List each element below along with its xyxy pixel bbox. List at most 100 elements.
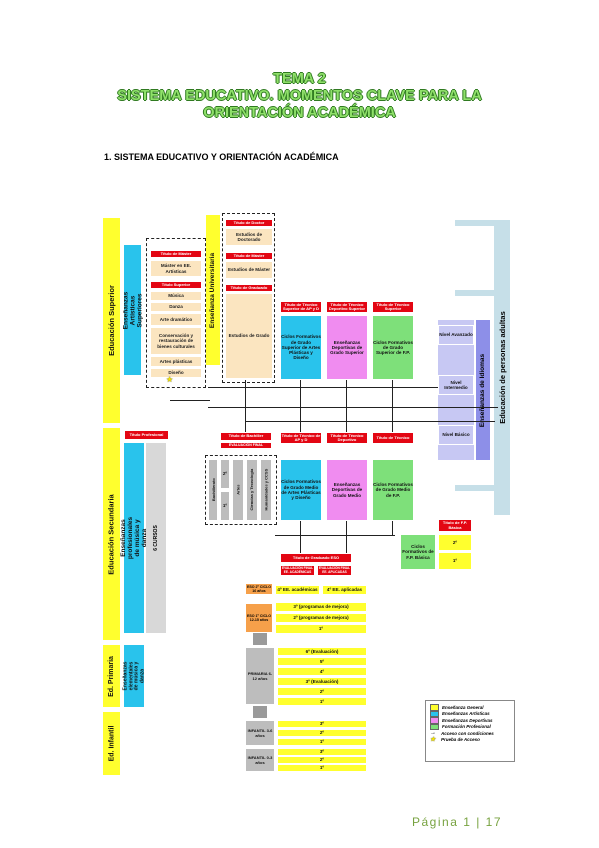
eval-final-academicas: EVALUACIÓN FINAL EE. ACADÉMICAS — [280, 565, 315, 576]
eso-4-aplicadas: 4º EE. aplicadas — [322, 585, 367, 595]
master-ee-artisticas: Máster en EE. Artísticas — [150, 260, 202, 277]
titulo-graduado-eso: Título de Graduado ESO — [280, 553, 352, 563]
universidad-frame — [222, 213, 275, 383]
infantil-0-3: INFANTIL 0-3 años — [245, 748, 275, 772]
adultas-arrow-2 — [455, 290, 494, 296]
artisticas-frame — [146, 238, 206, 388]
legend-item: Enseñanzas Artísticas — [430, 710, 510, 717]
danza-box: Danza — [150, 302, 202, 312]
artes-plasticas-box: Artes plásticas — [150, 356, 202, 367]
mod-artes: Artes — [232, 459, 244, 521]
titulo-tecnico-superior-ap: Título de Técnico Superior de AP y D — [280, 301, 322, 313]
fpb-curso-1: 1º — [438, 552, 472, 570]
title-line-1: TEMA 2 — [273, 71, 326, 87]
fpb-curso-2: 2º — [438, 534, 472, 551]
connector-line — [275, 535, 395, 536]
mod-humanidades: Humanidades y CCSS — [260, 459, 272, 521]
band-label: Ed. Primaria — [108, 655, 116, 697]
legend-swatch — [430, 710, 439, 717]
legend-item: →Acceso con condiciones — [430, 730, 510, 737]
artes-label: Artes — [235, 484, 241, 496]
infantil-1: 1º — [277, 738, 367, 746]
ens-deportivas-superior: Enseñanzas Deportivas de Grado Superior — [326, 315, 368, 380]
eso-2: 2º (programas de mejora) — [275, 613, 367, 623]
connector-line — [170, 400, 210, 401]
band-artisticas-superiores: Enseñanzas Artísticas Superiores — [122, 245, 143, 375]
band-universitaria: Enseñanza Universitaria — [206, 215, 220, 365]
band-label: Enseñanzas elementales de música y danza — [122, 661, 145, 691]
legend-label: Enseñanzas Artísticas — [442, 711, 490, 717]
band-primaria: Ed. Primaria — [103, 645, 120, 707]
education-system-diagram: Educación Superior Educación Secundaria … — [100, 213, 515, 775]
titulo-profesional: Título Profesional — [124, 430, 169, 440]
cf-fp-basica: Ciclos Formativos de F.P. Básica — [400, 534, 436, 570]
cf-grado-medio-fp: Ciclos Formativos de Grado Medio de F.P. — [372, 459, 414, 521]
bach-curso-2: 2º — [220, 459, 230, 489]
titulo-master-art: Título de Máster — [150, 250, 202, 258]
connector-line — [208, 387, 438, 388]
star-icon: ★ — [166, 375, 174, 384]
bach-curso-1: 1º — [220, 491, 230, 521]
band-seis-cursos: 6 CURSOS — [146, 443, 166, 633]
section-heading: 1. SISTEMA EDUCATIVO Y ORIENTACIÓN ACADÉ… — [104, 152, 339, 162]
connector-line — [392, 380, 393, 432]
primaria-5: 5º — [277, 657, 367, 666]
titulo-tecnico-superior-fp: Título de Técnico Superior — [372, 301, 414, 313]
legend-swatch — [430, 717, 439, 724]
band-adultas: Educación de personas adultas — [494, 220, 510, 515]
titulo-fp-basica: Título de F.P. Básica — [438, 519, 472, 532]
primaria-6: 6º (Evaluación) — [277, 647, 367, 656]
estudios-grado: Estudios de Grado — [225, 293, 273, 379]
arte-dramatico-box: Arte dramático — [150, 313, 202, 326]
infantil-2: 2º — [277, 729, 367, 737]
primaria-1: 1º — [277, 697, 367, 706]
bachillerato-frame — [205, 455, 277, 525]
infantil-0-3-c3: 3º — [277, 748, 367, 756]
cf-grado-superior-fp: Ciclos Formativos de Grado Superior de F… — [372, 315, 414, 380]
titulo-superior-art: Título Superior — [150, 281, 202, 289]
connector-line — [208, 407, 498, 408]
band-label: Educación Superior — [107, 285, 117, 356]
infantil-0-3-c1: 1º — [277, 764, 367, 772]
legend-item: Enseñanza General — [430, 704, 510, 711]
cf-grado-medio-artes: Ciclos Formativos de Grado Medio de Arte… — [280, 459, 322, 521]
band-label: Enseñanzas profesionales de música y dan… — [120, 516, 148, 560]
musica-box: Música — [150, 291, 202, 301]
nivel-basico: Nivel Básico — [438, 425, 474, 445]
star-icon: ★ — [430, 737, 436, 744]
connector-line — [245, 380, 246, 432]
eval-final-aplicadas: EVALUACIÓN FINAL EE. APLICADAS — [317, 565, 352, 576]
titulo-master-uni: Título de Máster — [225, 252, 273, 260]
progress-arrow-eso — [253, 633, 267, 645]
titulo-tecnico-deportivo-superior: Título de Técnico Deportivo Superior — [326, 301, 368, 313]
nivel-avanzado: Nivel Avanzado — [438, 325, 474, 345]
page-footer: Página 1 | 17 — [412, 815, 503, 829]
band-profesionales-musica: Enseñanzas profesionales de música y dan… — [120, 443, 148, 633]
eso-primer-ciclo: ESO 1º CICLO 12-15 años — [245, 603, 273, 633]
infantil-3-6: INFANTIL 3-6 años — [245, 720, 275, 746]
connector-line — [346, 380, 347, 432]
legend-swatch — [430, 704, 439, 711]
primaria-2: 2º — [277, 687, 367, 696]
mod-ciencias: Ciencias y Tecnología — [246, 459, 258, 521]
band-label: Enseñanza Universitaria — [209, 252, 217, 328]
primaria-3: 3º (Evaluación) — [277, 677, 367, 686]
eso-segundo-ciclo: ESO 2º CICLO 16 años — [245, 583, 273, 595]
connector-line — [392, 521, 393, 535]
humanidades-label: Humanidades y CCSS — [263, 469, 269, 511]
primaria-label: PRIMARIA 6-12 años — [245, 647, 275, 705]
connector-line — [346, 521, 347, 553]
titulo-tecnico-deportivo: Título de Técnico Deportivo — [326, 432, 368, 444]
cf-grado-superior-artes: Ciclos Formativos de Grado Superior de A… — [280, 315, 322, 380]
eso-1: 1º — [275, 624, 367, 634]
band-educacion-secundaria: Educación Secundaria — [103, 428, 120, 640]
ciencias-label: Ciencias y Tecnología — [249, 469, 255, 511]
ens-deportivas-medio: Enseñanzas Deportivas de Grado Medio — [326, 459, 368, 521]
legend-label: Enseñanzas Deportivas — [442, 717, 493, 723]
adultas-arrow-1 — [455, 220, 494, 226]
band-label: Enseñanzas de Idiomas — [479, 353, 487, 427]
legend-item: Formación Profesional — [430, 723, 510, 730]
eso-3: 3º (programas de mejora) — [275, 602, 367, 612]
progress-arrow-primaria — [253, 706, 267, 718]
band-label: 6 CURSOS — [153, 525, 159, 551]
